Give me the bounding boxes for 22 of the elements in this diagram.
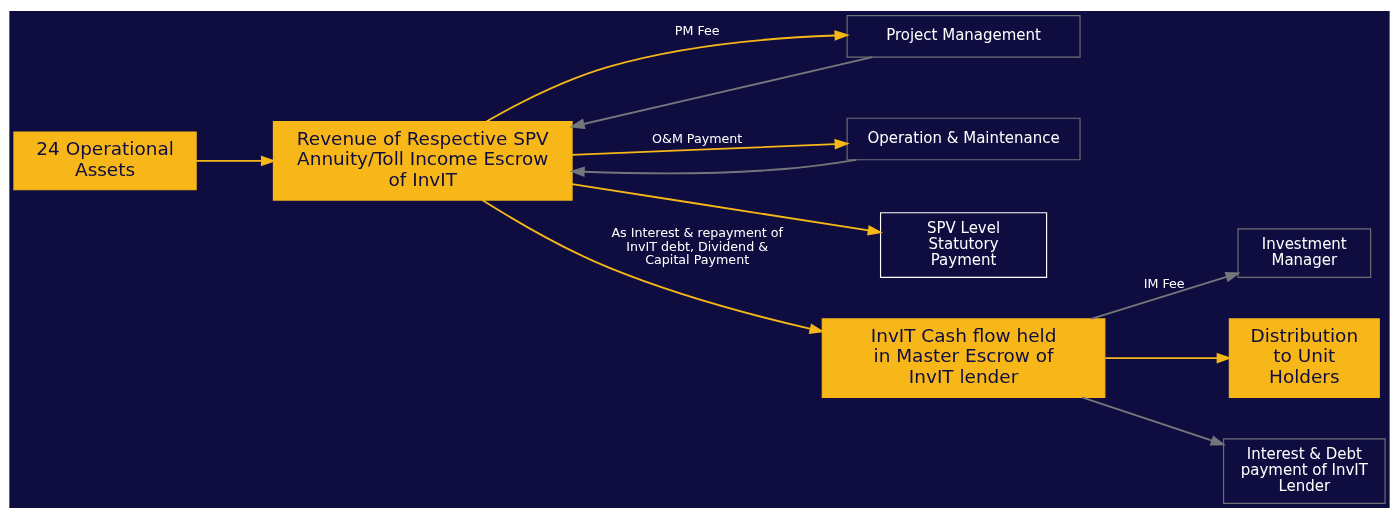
edge-label: O&M Payment (652, 131, 743, 147)
arrow (569, 158, 858, 178)
arrow (481, 199, 825, 334)
arrow (1090, 271, 1241, 320)
arrow (571, 183, 883, 236)
node-box: SPV Level Statutory Payment (879, 212, 1048, 278)
node-box: Revenue of Respective SPV Annuity/Toll Income Escrow of InvIT (272, 121, 573, 201)
arrow (569, 56, 874, 130)
node-box: 24 Operational Assets (13, 131, 197, 191)
node-box: InvIT Cash flow held in Master Escrow of InvIT lender (821, 318, 1106, 398)
arrow (1081, 396, 1226, 446)
arrow (485, 30, 850, 123)
node-box: Investment Manager (1237, 228, 1372, 278)
arrow (1104, 352, 1232, 364)
arrow (571, 138, 850, 156)
edge-label: IM Fee (1143, 275, 1185, 291)
edge-label: PM Fee (674, 22, 720, 38)
node-box: Distribution to Unit Holders (1228, 318, 1380, 398)
edge-label: As Interest & repayment of InvIT debt, Dividend & Capital Payment (611, 224, 783, 268)
node-box: Interest & Debt payment of InvIT Lender (1223, 438, 1386, 504)
node-box: Project Management (846, 15, 1081, 58)
node-box: Operation & Maintenance (846, 117, 1081, 161)
